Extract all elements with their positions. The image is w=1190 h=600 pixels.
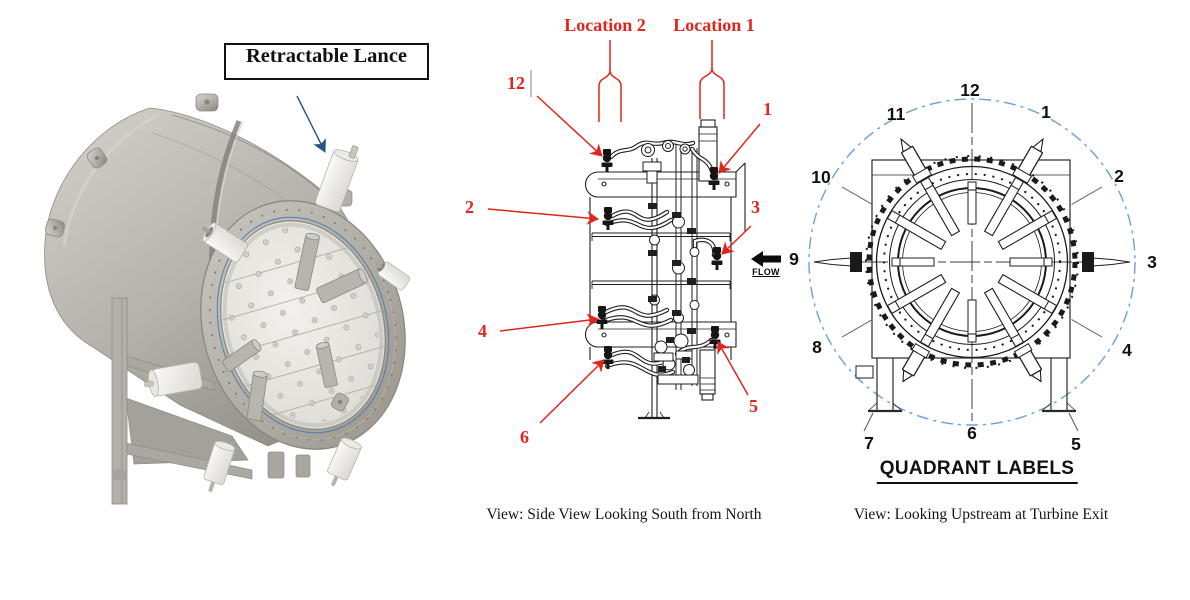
callout-6: 6	[520, 427, 529, 447]
clock-label-12: 12	[960, 80, 980, 100]
location-2-brace	[598, 40, 622, 122]
callout-4: 4	[478, 321, 487, 341]
location-1-brace	[699, 40, 725, 119]
quadrant-clock-circle	[808, 98, 1136, 426]
retractable-lance-label: Retractable Lance	[224, 43, 429, 80]
callout-arrow-icons	[487, 95, 761, 424]
lifting-lug-left-lower	[44, 218, 66, 238]
lifting-lug-top	[195, 93, 219, 112]
interior-nozzle-stubs	[222, 232, 368, 421]
retractable-lances	[144, 145, 411, 493]
lance-top	[314, 145, 359, 213]
end-view-caption: View: Looking Upstream at Turbine Exit	[853, 506, 1109, 523]
clock-label-6: 6	[967, 423, 977, 443]
clock-label-2: 2	[1114, 166, 1124, 186]
lance-upper-left	[201, 222, 249, 263]
callout-3: 3	[751, 197, 760, 217]
clock-label-3: 3	[1147, 252, 1157, 272]
lance-bottom-left	[203, 440, 236, 493]
flow-label: FLOW	[752, 267, 780, 277]
clock-label-8: 8	[812, 337, 822, 357]
external-lances	[813, 137, 1131, 383]
flow-arrow-icon	[751, 251, 781, 267]
side-view-caption: View: Side View Looking South from North	[486, 506, 762, 523]
label-arrow-icon	[296, 95, 326, 153]
clock-label-11: 11	[886, 104, 906, 124]
clock-label-10: 10	[811, 167, 831, 187]
callout-2: 2	[465, 197, 474, 217]
side-view-drawing	[487, 40, 781, 424]
inner-lances	[886, 176, 1058, 348]
lance-left-horizontal	[144, 361, 203, 397]
end-view-drawing	[808, 98, 1136, 432]
lance-bottom-right	[327, 437, 362, 487]
callout-12: 12	[507, 73, 525, 93]
duct-3d-render	[44, 93, 411, 505]
lance-right-stub	[375, 261, 411, 291]
callout-5: 5	[749, 396, 758, 416]
clock-label-1: 1	[1041, 102, 1051, 122]
flange-lug	[331, 392, 349, 412]
quadrant-labels-title: QUADRANT LABELS	[876, 458, 1078, 484]
lifting-lug-left	[86, 147, 108, 169]
clock-label-9: 9	[789, 249, 799, 269]
clock-label-7: 7	[864, 433, 874, 453]
clock-label-4: 4	[1122, 340, 1132, 360]
callout-1: 1	[763, 99, 772, 119]
location-2-label: Location 2	[564, 15, 646, 35]
clock-label-5: 5	[1071, 434, 1081, 454]
location-1-label: Location 1	[673, 15, 755, 35]
